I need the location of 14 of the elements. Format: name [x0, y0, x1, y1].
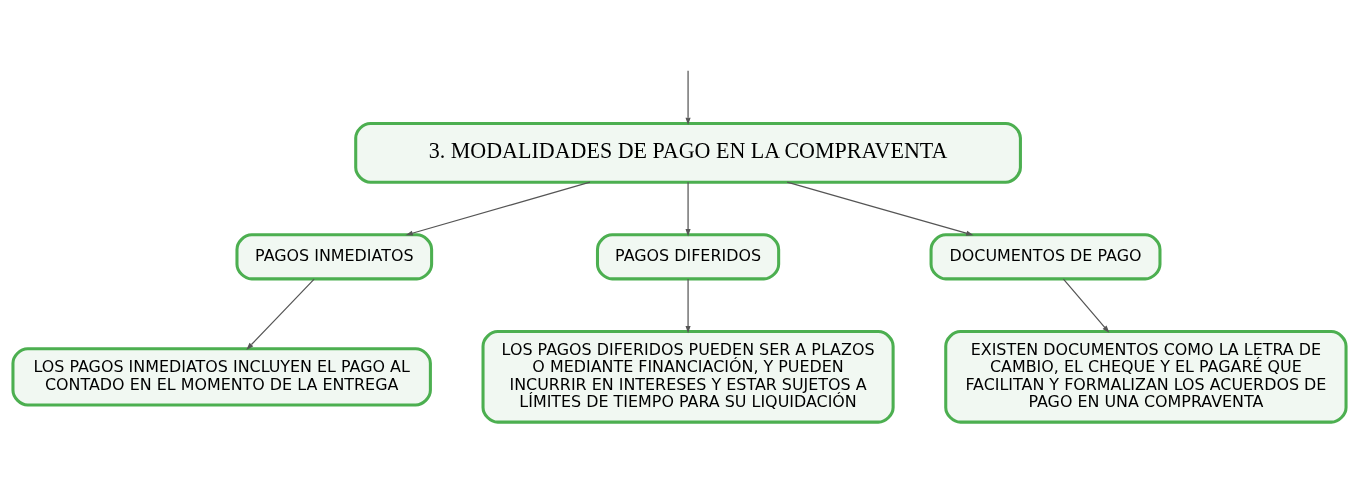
node-box: PAGOS DIFERIDOS [595, 233, 781, 281]
arrow [1062, 278, 1110, 333]
arrow [246, 278, 315, 350]
node-box: LOS PAGOS INMEDIATOS INCLUYEN EL PAGO AL CONTADO EN EL MOMENTO DE LA ENTREGA [11, 347, 432, 407]
arrow [786, 181, 974, 236]
arrow [685, 70, 691, 125]
node-box: DOCUMENTOS DE PAGO [929, 233, 1162, 281]
node-box: PAGOS INMEDIATOS [235, 233, 434, 281]
node-box: 3. MODALIDADES DE PAGO EN LA COMPRAVENTA [354, 121, 1022, 184]
arrow [685, 278, 691, 334]
arrow [685, 181, 691, 237]
node-box: EXISTEN DOCUMENTOS COMO LA LETRA DE CAMBIO, EL CHEQUE Y EL PAGARÉ QUE FACILITAN Y FORMALIZAN LOS ACUERDOS DE PAGO EN UNA COMPRAVENTA [944, 330, 1348, 424]
node-box: LOS PAGOS DIFERIDOS PUEDEN SER A PLAZOS O MEDIANTE FINANCIACIÓN, Y PUEDEN INCURRIR EN INTERESES Y ESTAR SUJETOS A LÍMITES DE TIEMPO PARA SU LIQUIDACIÓN [481, 330, 895, 424]
arrow [405, 181, 591, 236]
